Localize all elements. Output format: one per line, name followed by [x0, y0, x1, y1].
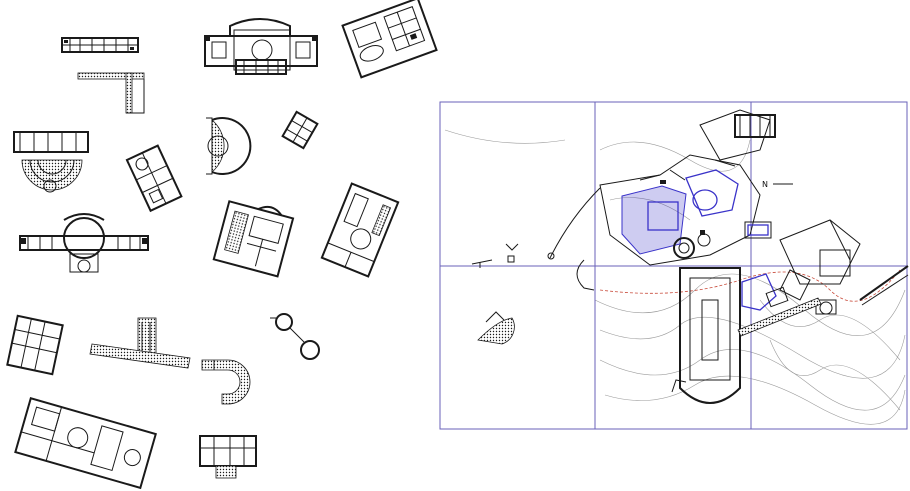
- plan-large-baths: [14, 397, 157, 490]
- plan-theatre: [13, 131, 89, 193]
- plan-rotated-complex: [320, 182, 400, 278]
- stadium-canopus: [671, 267, 822, 404]
- plan-palace: [204, 18, 318, 75]
- plan-grid-block: [6, 314, 64, 376]
- plan-semicircle: [206, 117, 252, 175]
- plan-t-colonnade: [89, 317, 191, 369]
- plan-long-building: [61, 37, 139, 53]
- terrain-contours: [444, 129, 906, 425]
- building-plans-group: [6, 0, 438, 490]
- plan-small-complex: [125, 144, 183, 213]
- plan-rotated-villa: [341, 0, 438, 79]
- plan-bottom-complex: [199, 435, 257, 479]
- plan-courtyard-villa: [212, 200, 295, 278]
- north-label: N: [762, 180, 768, 189]
- ruins-west-fragments: [471, 187, 601, 345]
- plan-cruciform-complex: [19, 213, 149, 273]
- plan-small-cluster: [281, 110, 319, 150]
- ruins-main-cluster: [599, 109, 776, 266]
- plan-l-colonnade: [77, 72, 145, 114]
- plan-curved-portico: [201, 359, 251, 405]
- ruins-east: [779, 219, 909, 315]
- plan-pavilions: [270, 313, 320, 360]
- north-arrow: N: [762, 180, 793, 189]
- site-plan: N: [439, 101, 909, 430]
- site-path: [599, 269, 901, 302]
